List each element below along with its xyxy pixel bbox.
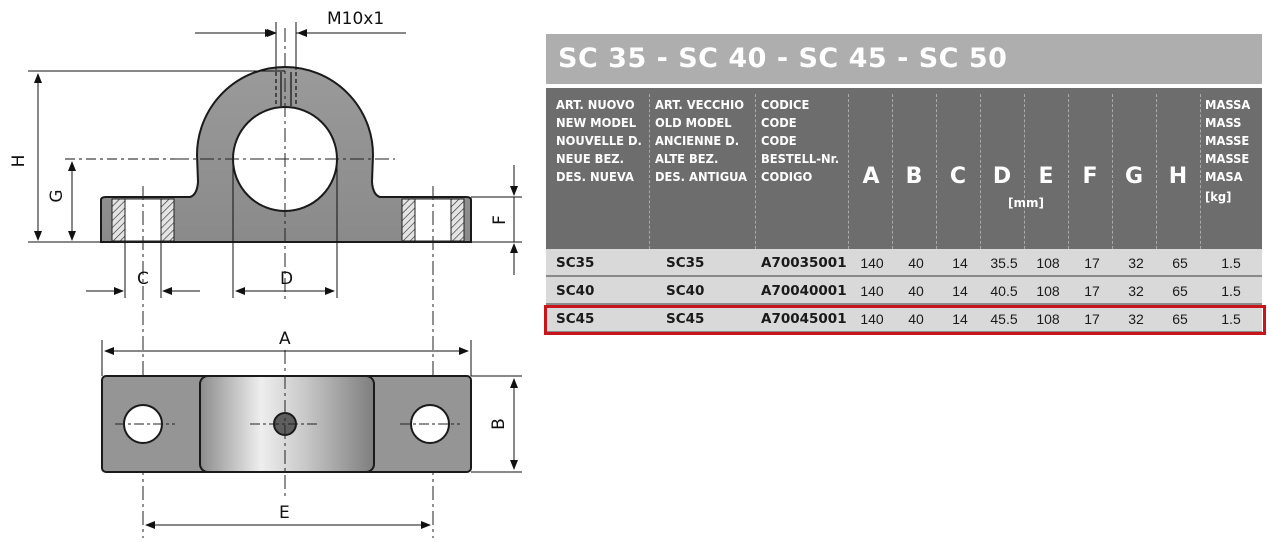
cell-code: A70040001	[761, 283, 847, 299]
table-row: SC35 SC35 A70035001 140 40 14 35.5 108 17 32 65 1.5	[546, 249, 1262, 275]
cell-c: 14	[952, 255, 968, 271]
cell-a: 140	[860, 255, 884, 271]
cell-old: SC35	[666, 255, 705, 271]
header-line: ART. VECCHIO	[655, 97, 745, 112]
header-line: CODE	[761, 133, 797, 148]
right-mount-hole	[410, 404, 450, 444]
cell-code: A70045001	[761, 311, 847, 327]
dim-a-label: A	[279, 329, 291, 349]
cell-g: 32	[1128, 311, 1144, 327]
cell-e: 108	[1036, 311, 1060, 327]
dim-d-label: D	[280, 269, 293, 289]
header-line: [kg]	[1205, 189, 1232, 204]
cell-h: 65	[1172, 283, 1188, 299]
dim-b-label: B	[489, 418, 509, 430]
table-title: SC 35 - SC 40 - SC 45 - SC 50	[546, 34, 1262, 84]
right-hole-hatch-inner	[450, 198, 465, 242]
header-dim-g: G	[1124, 164, 1144, 189]
cell-h: 65	[1172, 311, 1188, 327]
cell-b: 40	[908, 255, 924, 271]
header-line: NEUE BEZ.	[556, 151, 625, 166]
top-view	[101, 350, 472, 500]
cell-g: 32	[1128, 283, 1144, 299]
left-hole-hatch-inner	[160, 198, 175, 242]
dim-c-label: C	[137, 269, 149, 289]
dim-g-label: G	[47, 189, 67, 202]
dimensions-top: A B E	[101, 329, 522, 529]
cell-f: 17	[1084, 283, 1100, 299]
header-code: CODICE CODE CODE BESTELL-Nr. CODIGO	[761, 96, 839, 186]
right-hole-hatch-outer	[401, 198, 416, 242]
header-dim-f: F	[1082, 164, 1098, 189]
header-line: MASS	[1205, 115, 1242, 130]
cell-g: 32	[1128, 255, 1144, 271]
header-dim-b: B	[905, 164, 923, 189]
cell-old: SC45	[666, 311, 705, 327]
cell-a: 140	[860, 283, 884, 299]
cell-e: 108	[1036, 255, 1060, 271]
technical-drawing: M10x1 H G F C D	[9, 9, 522, 538]
header-line: DES. ANTIGUA	[655, 169, 748, 184]
cell-f: 17	[1084, 311, 1100, 327]
dim-f-label: F	[490, 215, 510, 225]
cell-d: 35.5	[990, 255, 1018, 271]
cell-new: SC35	[556, 255, 595, 271]
header-line: OLD MODEL	[655, 115, 732, 130]
cell-mass: 1.5	[1221, 255, 1241, 271]
table-row: SC40 SC40 A70040001 140 40 14 40.5 108 17 32 65 1.5	[546, 277, 1262, 303]
header-line: CODIGO	[761, 169, 813, 184]
cell-f: 17	[1084, 255, 1100, 271]
cell-mass: 1.5	[1221, 283, 1241, 299]
cell-c: 14	[952, 283, 968, 299]
header-line: DES. NUEVA	[556, 169, 634, 184]
header-dim-a: A	[862, 164, 880, 189]
dimensions-front: M10x1 H G F C D	[9, 9, 522, 298]
header-line: CODE	[761, 115, 797, 130]
cell-d: 40.5	[990, 283, 1018, 299]
cell-new: SC45	[556, 311, 595, 327]
header-line: ANCIENNE D.	[655, 133, 740, 148]
table-row: SC45 SC45 A70045001 140 40 14 45.5 108 17 32 65 1.5	[546, 305, 1262, 331]
header-mm-unit: [mm]	[1008, 196, 1044, 210]
cell-d: 45.5	[990, 311, 1018, 327]
header-line: BESTELL-Nr.	[761, 151, 840, 166]
header-line: ALTE BEZ.	[655, 151, 719, 166]
cell-mass: 1.5	[1221, 311, 1241, 327]
header-mass: MASSA MASS MASSE MASSE MASA [kg]	[1205, 96, 1250, 206]
header-new-model: ART. NUOVO NEW MODEL NOUVELLE D. NEUE BE…	[556, 96, 642, 186]
cell-b: 40	[908, 311, 924, 327]
cell-new: SC40	[556, 283, 595, 299]
front-view	[100, 28, 472, 538]
header-line: MASSA	[1205, 97, 1251, 112]
header-line: NOUVELLE D.	[556, 133, 642, 148]
cell-h: 65	[1172, 255, 1188, 271]
header-dim-h: H	[1168, 164, 1188, 189]
header-line: NEW MODEL	[556, 115, 637, 130]
header-dim-d: D	[992, 164, 1012, 189]
header-dim-c: C	[949, 164, 967, 189]
dim-e-label: E	[279, 503, 290, 523]
spec-table: SC 35 - SC 40 - SC 45 - SC 50 ART. NUOVO…	[544, 34, 1266, 350]
cell-b: 40	[908, 283, 924, 299]
header-line: MASSE	[1205, 151, 1250, 166]
header-dim-e: E	[1038, 164, 1054, 189]
table-header: ART. NUOVO NEW MODEL NOUVELLE D. NEUE BE…	[546, 88, 1262, 260]
cell-old: SC40	[666, 283, 705, 299]
cell-code: A70035001	[761, 255, 847, 271]
cell-c: 14	[952, 311, 968, 327]
header-line: MASA	[1205, 169, 1243, 184]
header-line: MASSE	[1205, 133, 1250, 148]
dim-h-label: H	[9, 155, 29, 168]
thread-label: M10x1	[327, 9, 384, 29]
header-line: ART. NUOVO	[556, 97, 635, 112]
header-old-model: ART. VECCHIO OLD MODEL ANCIENNE D. ALTE …	[655, 96, 747, 186]
cell-e: 108	[1036, 283, 1060, 299]
left-hole-hatch-outer	[111, 198, 126, 242]
header-line: CODICE	[761, 97, 810, 112]
cell-a: 140	[860, 311, 884, 327]
highlighted-row-frame	[544, 305, 1266, 335]
